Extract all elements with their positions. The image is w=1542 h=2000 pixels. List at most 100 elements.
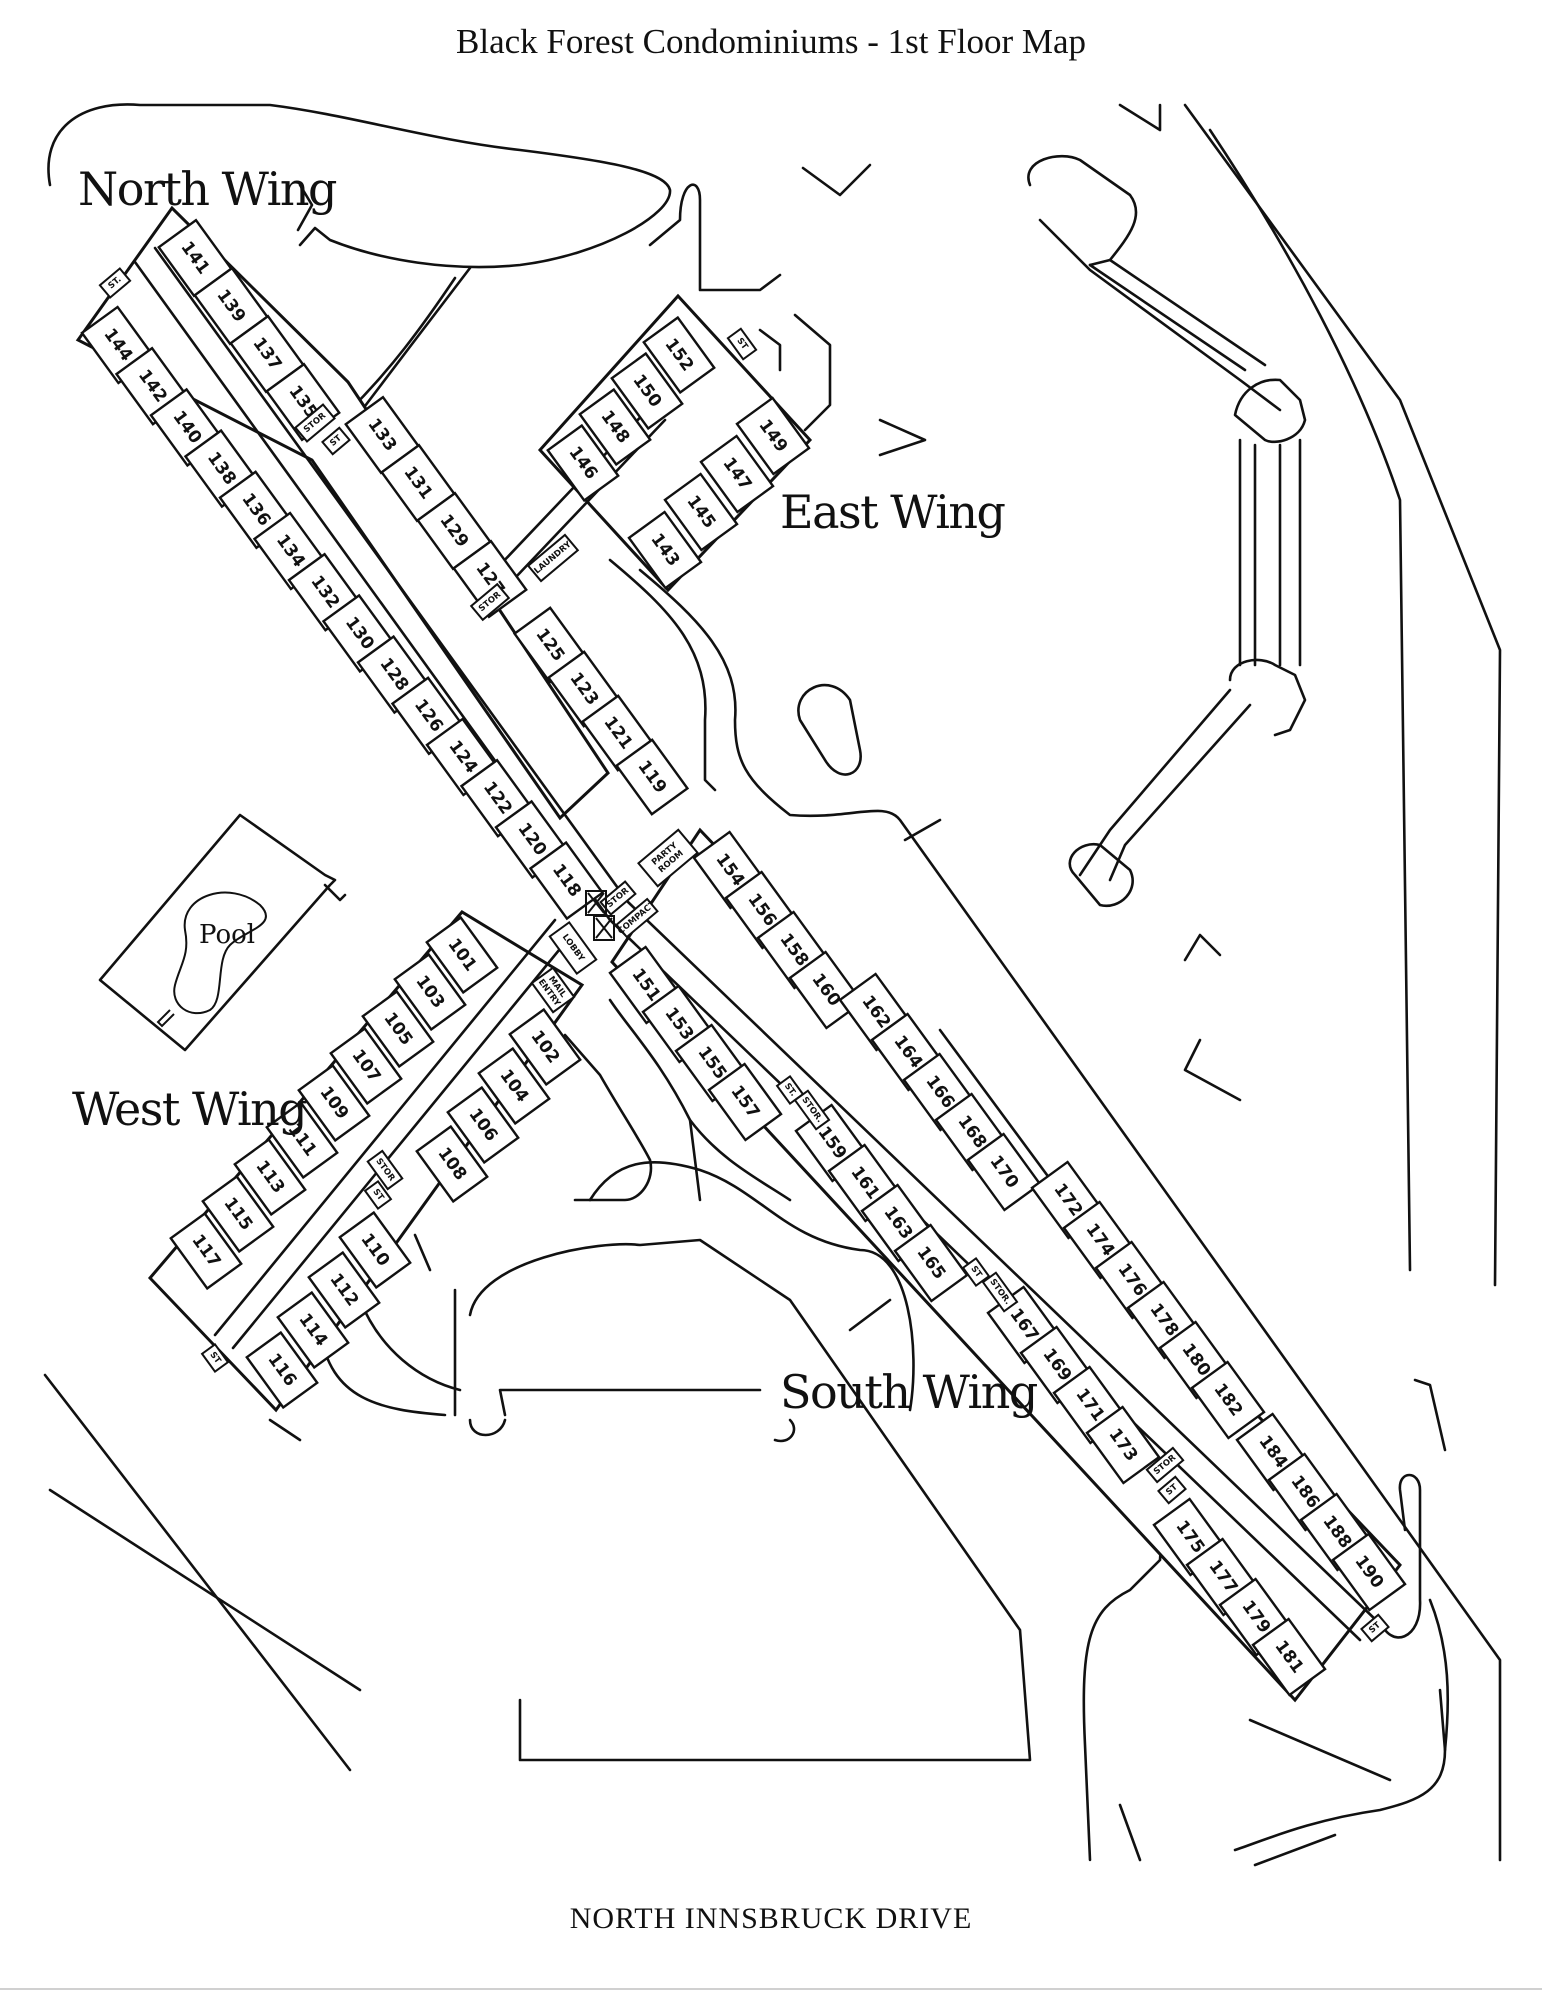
unit-112: 112	[307, 1250, 381, 1330]
unit-box	[788, 950, 864, 1030]
unit-box	[265, 1100, 339, 1180]
unit-108: 108	[415, 1124, 489, 1204]
unit-102: 102	[508, 1007, 582, 1087]
pool-label: Pool	[199, 920, 255, 950]
east-wing-body	[537, 293, 813, 593]
street-label: NORTH INNSBRUCK DRIVE	[569, 1902, 973, 1935]
unit-box	[1190, 1360, 1266, 1440]
service-room-box	[469, 582, 511, 622]
unit-149: 149	[735, 396, 811, 476]
unit-141: 141	[157, 218, 233, 298]
unit-box	[1331, 1532, 1407, 1612]
unit-109: 109	[297, 1063, 371, 1143]
unit-152: 152	[642, 315, 716, 395]
unit-113: 113	[233, 1137, 307, 1217]
unit-173: 173	[1085, 1405, 1161, 1485]
unit-117: 117	[169, 1211, 243, 1291]
storage-west: STOR	[366, 1149, 404, 1191]
unit-110: 110	[338, 1210, 412, 1290]
service-room-box	[321, 426, 351, 456]
unit-box	[610, 351, 684, 431]
north-wing-label-tail	[296, 183, 314, 232]
east-wing-label: East Wing	[780, 485, 1006, 539]
unit-box	[425, 915, 499, 995]
unit-box	[361, 989, 435, 1069]
chute-marker	[585, 890, 615, 941]
unit-148: 148	[578, 387, 652, 467]
unit-box	[707, 1062, 783, 1142]
unit-box	[578, 387, 652, 467]
unit-box	[307, 1250, 381, 1330]
unit-box	[1085, 1405, 1161, 1485]
unit-box	[415, 1124, 489, 1204]
unit-box	[1251, 1617, 1327, 1697]
service-room-box	[615, 897, 659, 939]
map-title: Black Forest Condominiums - 1st Floor Ma…	[456, 22, 1086, 61]
service-room-box	[294, 403, 336, 443]
unit-box	[642, 315, 716, 395]
service-room-box	[366, 1149, 404, 1191]
unit-147: 147	[699, 434, 775, 514]
lobby: LOBBY	[548, 920, 598, 976]
service-room-box	[526, 533, 580, 583]
unit-box	[393, 952, 467, 1032]
unit-box	[966, 1132, 1042, 1212]
service-rooms-layer: ST.STSTORSTSTORLAUNDRYPARTYROOMSTORCOMPA…	[98, 267, 1390, 1643]
unit-box	[735, 396, 811, 476]
stair-north-1: ST	[321, 426, 351, 456]
stair-south-3: ST	[1157, 1475, 1187, 1505]
unit-170: 170	[966, 1132, 1042, 1212]
unit-182: 182	[1190, 1360, 1266, 1440]
service-room-box	[200, 1343, 230, 1373]
unit-box	[201, 1174, 275, 1254]
service-room-box	[530, 966, 576, 1014]
unit-181: 181	[1251, 1617, 1327, 1697]
unit-box	[329, 1026, 403, 1106]
unit-box	[893, 1223, 969, 1303]
unit-143: 143	[627, 510, 703, 590]
covered-walkway	[1027, 154, 1307, 908]
site-lines	[43, 103, 1502, 1867]
unit-box	[477, 1046, 551, 1126]
service-room-box	[726, 327, 758, 361]
stair-west-1: ST	[363, 1180, 393, 1210]
unit-box	[297, 1063, 371, 1143]
unit-119: 119	[614, 738, 690, 816]
unit-146: 146	[546, 423, 620, 503]
unit-box	[169, 1211, 243, 1291]
unit-box	[546, 423, 620, 503]
unit-160: 160	[788, 950, 864, 1030]
unit-104: 104	[477, 1046, 551, 1126]
north-wing-label: North Wing	[78, 162, 337, 216]
unit-190: 190	[1331, 1532, 1407, 1612]
stair-east-wing: ST	[726, 327, 758, 361]
stair-west-end: ST	[200, 1343, 230, 1373]
unit-115: 115	[201, 1174, 275, 1254]
unit-box	[627, 510, 703, 590]
service-room-box	[98, 267, 132, 299]
north-wing-body	[75, 205, 610, 821]
unit-116: 116	[245, 1330, 319, 1410]
unit-118: 118	[528, 840, 605, 921]
service-room-box	[981, 1271, 1019, 1313]
unit-106: 106	[446, 1085, 520, 1165]
service-room-box	[548, 920, 598, 976]
unit-157: 157	[707, 1062, 783, 1142]
unit-box	[614, 738, 690, 816]
unit-101: 101	[425, 915, 499, 995]
unit-box	[276, 1290, 350, 1370]
unit-114: 114	[276, 1290, 350, 1370]
stair-south-2: ST	[961, 1257, 991, 1287]
unit-165: 165	[893, 1223, 969, 1303]
stair-south-end: ST	[1360, 1613, 1390, 1643]
units-layer: 1441421401381361341321301281261241221201…	[80, 218, 1407, 1697]
stair-north-end: ST.	[98, 267, 132, 299]
service-room-box	[637, 828, 699, 888]
unit-box	[508, 1007, 582, 1087]
service-room-box	[1360, 1613, 1390, 1643]
unit-105: 105	[361, 989, 435, 1069]
unit-box	[245, 1330, 319, 1410]
west-wing-label: West Wing	[72, 1082, 307, 1136]
unit-box	[663, 472, 739, 552]
